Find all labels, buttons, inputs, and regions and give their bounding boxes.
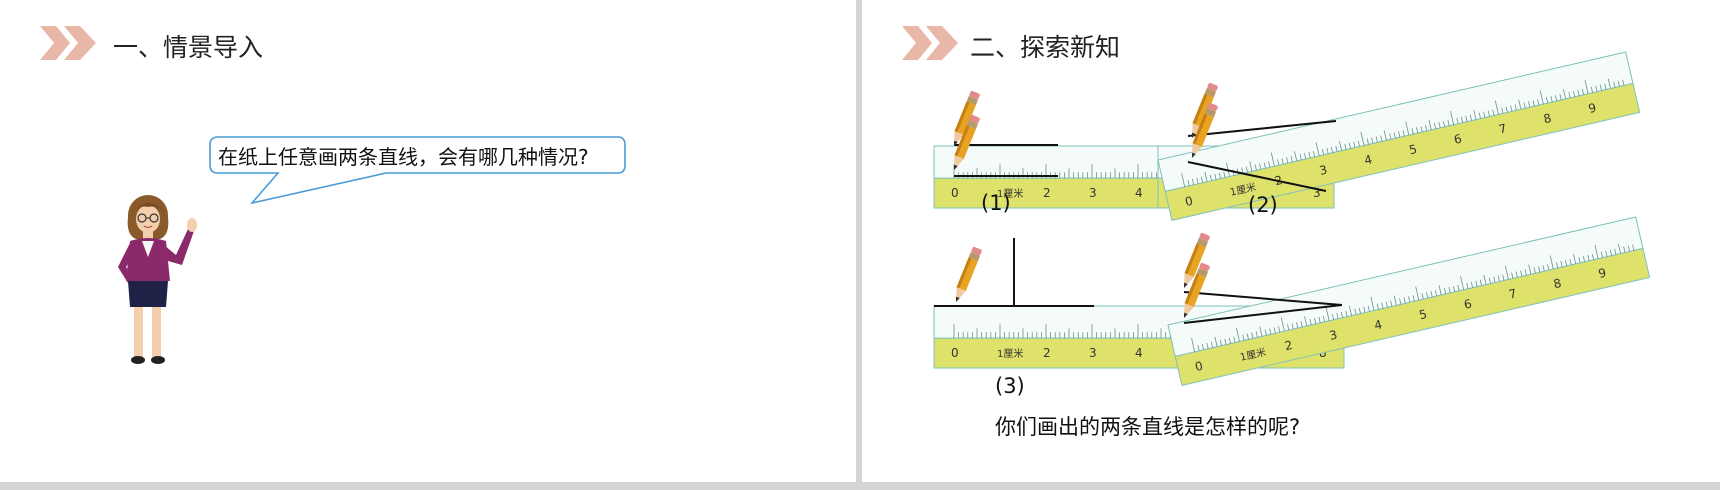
slide-title: 一、情景导入	[113, 33, 264, 62]
speech-bubble-text: 在纸上任意画两条直线，会有哪几种情况?	[218, 145, 589, 169]
slide-explore: 二、探索新知 01厘米23401厘米2301厘米2345678901厘米2345…	[862, 0, 1720, 482]
ruler-number: 0	[1184, 194, 1195, 209]
ruler-number: 9	[1587, 101, 1598, 116]
ruler-case-1: 0 1厘米 2 3 4	[933, 145, 1175, 209]
teacher-figure	[118, 195, 197, 364]
ruler-number: 2	[1043, 186, 1051, 200]
ruler-number: 4	[1363, 152, 1374, 167]
ruler-number: 7	[1497, 121, 1508, 136]
line-case-2-a	[1187, 120, 1337, 137]
ruler-number: 6	[1453, 132, 1464, 147]
ruler-number: 8	[1542, 111, 1553, 126]
question-text: 你们画出的两条直线是怎样的呢?	[995, 415, 1301, 439]
ruler-number: 3	[1318, 163, 1329, 178]
ruler-number: 9	[1597, 266, 1608, 281]
chevron-icon	[40, 26, 96, 60]
ruler-number: 0	[951, 346, 959, 360]
ruler-number: 0	[1194, 359, 1205, 374]
ruler-number: 3	[1313, 186, 1321, 200]
ruler-number: 4	[1135, 346, 1143, 360]
ruler-number: 7	[1507, 286, 1518, 301]
ruler-number: 1厘米	[997, 347, 1023, 360]
ruler-number: 1厘米	[997, 187, 1023, 200]
ruler-drawing-scene: 01厘米23401厘米2301厘米2345678901厘米234567801厘米…	[933, 51, 1651, 387]
pencil-icon	[951, 246, 983, 304]
case-label-1: (1)	[981, 191, 1011, 215]
ruler-number: 3	[1089, 186, 1097, 200]
ruler-number: 3	[1089, 346, 1097, 360]
slide-title: 二、探索新知	[970, 33, 1121, 62]
ruler-number: 3	[1328, 328, 1339, 343]
ruler-number: 5	[1418, 307, 1429, 322]
ruler-number: 6	[1463, 297, 1474, 312]
ruler-number: 2	[1283, 338, 1294, 353]
ruler-number: 8	[1552, 276, 1563, 291]
speech-bubble	[209, 136, 626, 205]
ruler-number: 4	[1135, 186, 1143, 200]
chevron-icon	[902, 26, 958, 60]
case-label-3: (3)	[995, 374, 1025, 398]
line-case-2-b	[1187, 161, 1327, 192]
ruler-number: 0	[951, 186, 959, 200]
ruler-number: 4	[1373, 317, 1384, 332]
line-case-3-a	[1183, 291, 1343, 306]
ruler-number: 2	[1043, 346, 1051, 360]
slide-intro: 一、情景导入 在纸上任意画两条直线，会有哪几种情况?	[0, 0, 856, 482]
line-case-3-b	[1183, 304, 1343, 324]
ruler-number: 5	[1408, 142, 1419, 157]
case-label-2: (2)	[1248, 193, 1278, 217]
